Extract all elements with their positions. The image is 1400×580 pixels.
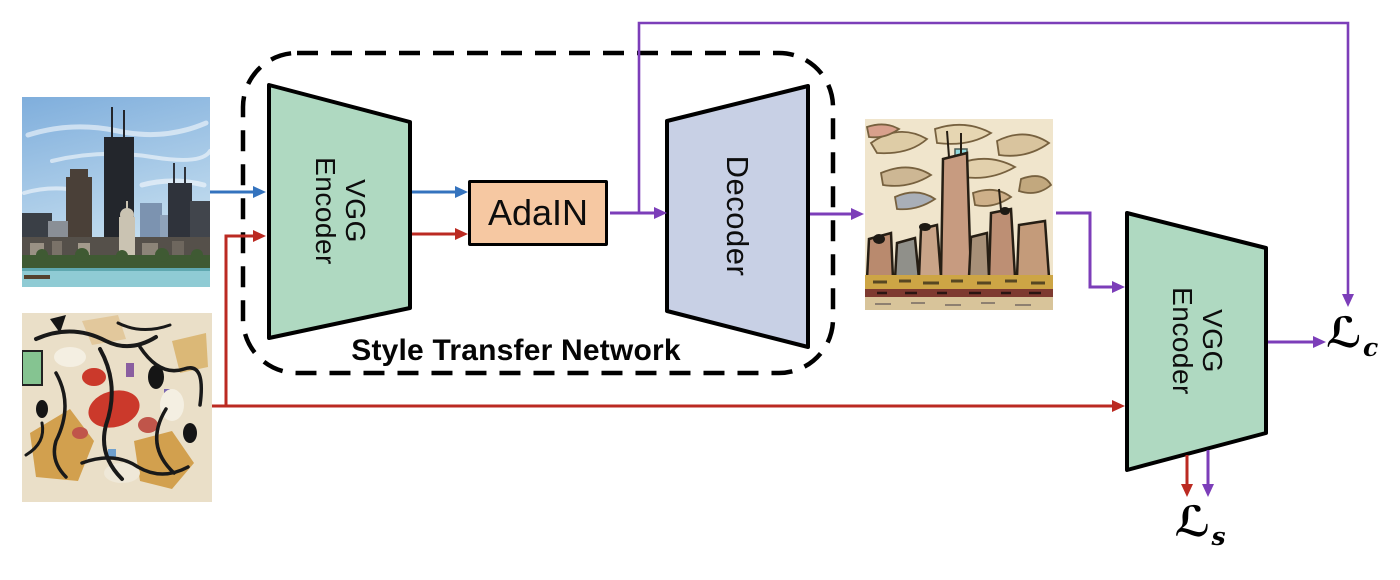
output-image-art bbox=[865, 119, 1053, 310]
line-adain-target-to-content-loss bbox=[637, 21, 1354, 307]
painting-brush-strokes bbox=[24, 321, 203, 481]
content-loss-subscript: c bbox=[1362, 333, 1379, 362]
stylized-output-image bbox=[865, 119, 1053, 310]
output-buildings bbox=[865, 130, 1051, 281]
output-ground bbox=[865, 275, 1053, 310]
content-image bbox=[22, 97, 210, 287]
style-image-art bbox=[22, 313, 212, 502]
output-sky-swirls bbox=[865, 123, 1053, 211]
painting-patches bbox=[22, 315, 208, 489]
adain-label: AdaIN bbox=[487, 192, 589, 233]
treeline bbox=[22, 248, 210, 271]
encoder-left-shape bbox=[267, 83, 412, 340]
style-image bbox=[22, 313, 212, 502]
style-loss-label: ℒs bbox=[1164, 501, 1236, 551]
style-loss-symbol: ℒ bbox=[1174, 497, 1211, 546]
content-image-art bbox=[22, 97, 210, 287]
water bbox=[22, 268, 210, 287]
encoder-right-shape bbox=[1125, 211, 1268, 472]
style-transfer-network-label: Style Transfer Network bbox=[351, 334, 681, 367]
content-loss-symbol: ℒ bbox=[1326, 308, 1362, 357]
clouds bbox=[22, 120, 210, 195]
style-loss-subscript: s bbox=[1211, 522, 1226, 551]
arrow-output-to-encoder-right bbox=[1056, 211, 1125, 293]
adain-block: AdaIN bbox=[468, 180, 608, 246]
decoder-shape bbox=[665, 84, 810, 349]
content-loss-label: ℒc bbox=[1326, 312, 1379, 362]
style-transfer-network-outline bbox=[240, 50, 836, 376]
arrow-style-branch-to-encoder-left bbox=[224, 230, 266, 406]
